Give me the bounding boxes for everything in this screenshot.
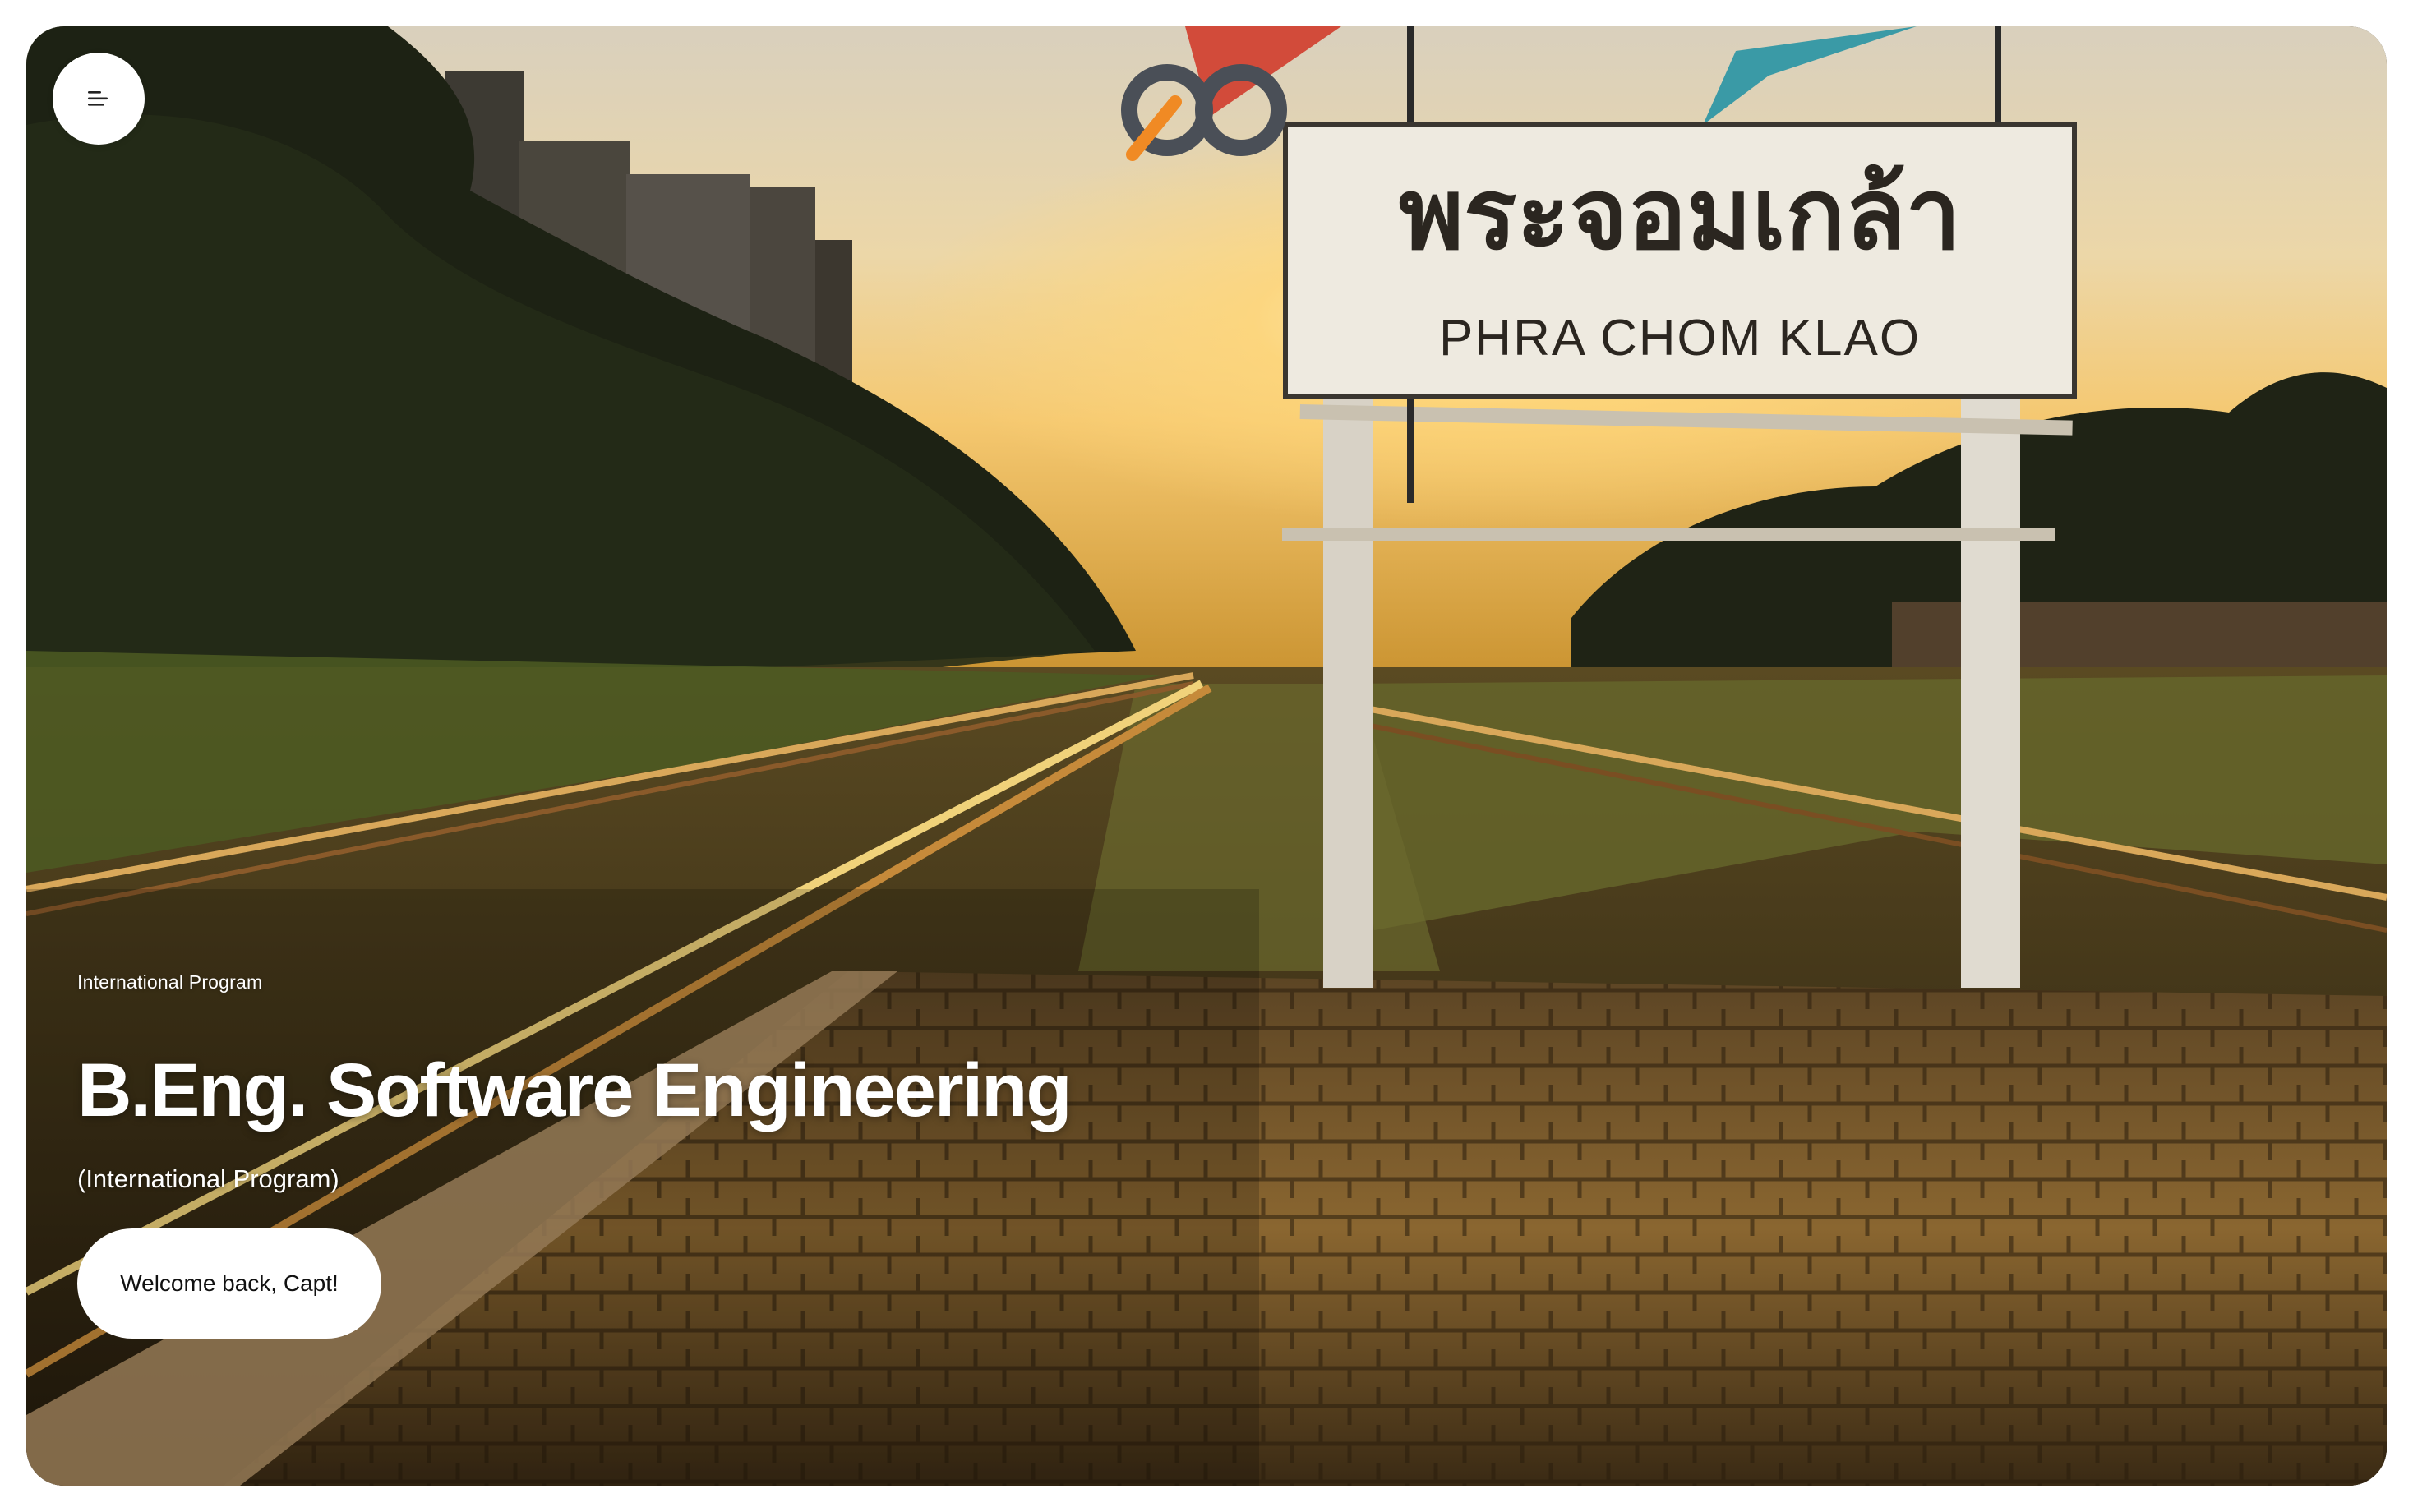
menu-icon (88, 91, 108, 106)
sign-thai-text: พระจอมเกล้า (1399, 158, 1961, 272)
hero-subtitle: (International Program) (77, 1164, 339, 1193)
welcome-back-button[interactable]: Welcome back, Capt! (77, 1228, 381, 1339)
page-title: B.Eng. Software Engineering (77, 1049, 1073, 1132)
brand-logo-icon[interactable] (1118, 59, 1299, 166)
hero-content: International Program B.Eng. Software En… (77, 971, 1073, 1339)
hero-banner: พระจอมเกล้า PHRA CHOM KLAO International… (26, 26, 2387, 1486)
menu-button[interactable] (53, 53, 145, 145)
sign-latin-text: PHRA CHOM KLAO (1439, 310, 1921, 366)
hero-eyebrow: International Program (77, 971, 263, 993)
hero-background-image: พระจอมเกล้า PHRA CHOM KLAO (26, 26, 2387, 1486)
